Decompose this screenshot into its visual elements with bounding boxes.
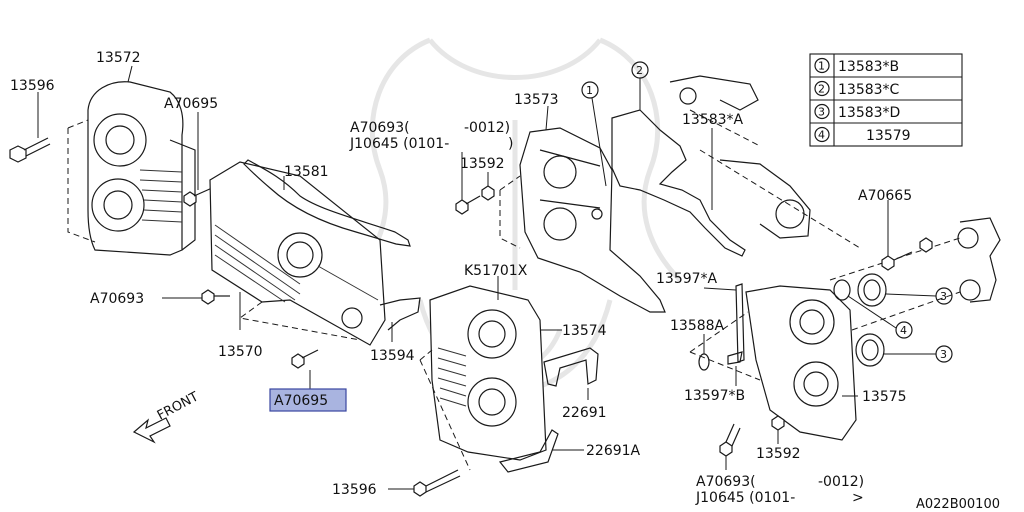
dashed-guide-13573	[499, 175, 521, 249]
label-A70693-center-range: -0012)	[464, 120, 510, 136]
label-A70695-selected[interactable]: A70695	[274, 393, 328, 409]
leader-callout-1	[591, 97, 607, 187]
diagram-code: A022B00100	[916, 497, 1000, 512]
label-J10645-center[interactable]: J10645 (0101-	[349, 136, 449, 152]
label-13596-bottom[interactable]: 13596	[332, 482, 377, 498]
legend-part-4[interactable]: 13579	[866, 128, 911, 144]
cover-13575[interactable]	[745, 285, 857, 441]
seal-13579[interactable]	[833, 279, 851, 301]
nut-13592-bottom[interactable]	[771, 415, 785, 431]
selected-part-highlight[interactable]	[269, 388, 347, 412]
label-J10645-bottom[interactable]: J10645 (0101-	[695, 490, 795, 506]
callout-4[interactable]: 4	[900, 324, 907, 337]
bolt-A70665[interactable]	[881, 237, 933, 271]
gasket-13597A[interactable]	[735, 283, 745, 363]
label-13573[interactable]: 13573	[514, 92, 559, 108]
leader-callout-3a	[885, 293, 937, 297]
label-A70695-top[interactable]: A70695	[164, 96, 218, 112]
cover-13573[interactable]	[519, 127, 666, 313]
label-A70665[interactable]: A70665	[858, 188, 912, 204]
cover-13574[interactable]	[429, 285, 547, 461]
label-J10645-bottom-close: >	[852, 490, 864, 506]
callout-1-circle	[581, 81, 599, 99]
legend-num-1: 1	[818, 60, 825, 73]
bolt-A70693-left[interactable]	[201, 289, 230, 305]
leader-13597A	[703, 287, 737, 291]
label-13597A[interactable]: 13597*A	[656, 271, 718, 287]
dashed-guide-13574	[419, 349, 471, 471]
bolt-A70693-bottom[interactable]	[719, 423, 741, 457]
callout-3a[interactable]: 3	[940, 290, 947, 303]
dashed-guide-13575	[689, 311, 761, 381]
label-A70693-left[interactable]: A70693	[90, 291, 144, 307]
legend-part-1[interactable]: 13583*B	[838, 59, 899, 75]
bolt-13596-top[interactable]	[9, 137, 51, 163]
bolt-A70695-top[interactable]	[183, 187, 213, 207]
legend-part-2[interactable]: 13583*C	[838, 82, 900, 98]
callout-3b[interactable]: 3	[940, 348, 947, 361]
gasket-13597B[interactable]	[727, 351, 743, 365]
legend-table	[809, 53, 963, 147]
callout-1[interactable]: 1	[586, 84, 593, 97]
label-13575[interactable]: 13575	[862, 389, 907, 405]
label-A70693-bottom[interactable]: A70693(	[696, 474, 756, 490]
cover-13572[interactable]	[87, 81, 196, 256]
bolt-13596-bottom[interactable]	[413, 469, 461, 497]
label-22691A[interactable]: 22691A	[586, 443, 641, 459]
label-13574[interactable]: 13574	[562, 323, 607, 339]
bolt-A70693-center[interactable]	[455, 195, 481, 215]
seal-13583D-upper[interactable]	[857, 273, 887, 307]
cover-13570[interactable]	[209, 161, 386, 346]
callout-4-circle	[895, 321, 913, 339]
label-K51701X[interactable]: K51701X	[464, 263, 528, 279]
label-13597B[interactable]: 13597*B	[684, 388, 745, 404]
leader-callout-4	[847, 295, 897, 329]
label-13592-top[interactable]: 13592	[460, 156, 505, 172]
front-arrow-icon	[132, 417, 171, 444]
engine-block-outline	[669, 75, 861, 249]
label-front: FRONT	[155, 389, 201, 423]
bracket-22691A[interactable]	[498, 429, 559, 473]
label-13570[interactable]: 13570	[218, 344, 263, 360]
label-13583A[interactable]: 13583*A	[682, 112, 744, 128]
label-13572[interactable]: 13572	[96, 50, 141, 66]
label-13588A[interactable]: 13588A	[670, 318, 725, 334]
label-A70693-bottom-range: -0012)	[818, 474, 864, 490]
nut-13592-top[interactable]	[481, 185, 495, 201]
legend-num-4: 4	[818, 129, 825, 142]
label-13581[interactable]: 13581	[284, 164, 329, 180]
callout-2[interactable]: 2	[636, 64, 643, 77]
gasket-13583[interactable]	[611, 109, 746, 257]
legend-num-2: 2	[818, 83, 825, 96]
dashed-guide-13572	[67, 119, 96, 243]
gasket-13581[interactable]	[243, 159, 411, 247]
label-22691[interactable]: 22691	[562, 405, 607, 421]
leader-13573	[545, 105, 549, 131]
label-13592-bottom[interactable]: 13592	[756, 446, 801, 462]
label-13596-top[interactable]: 13596	[10, 78, 55, 94]
engine-block-outline-right	[829, 217, 1001, 331]
legend-num-3: 3	[818, 106, 825, 119]
seal-13583D-lower[interactable]	[855, 333, 885, 367]
leader-13572	[127, 65, 133, 83]
label-A70693-center[interactable]: A70693(	[350, 120, 410, 136]
bolt-A70695-selected[interactable]	[291, 349, 319, 369]
label-J10645-center-close: )	[508, 136, 513, 152]
bracket-13594[interactable]	[379, 297, 421, 331]
bracket-22691[interactable]	[543, 347, 599, 387]
label-13594[interactable]: 13594	[370, 348, 415, 364]
legend-part-3[interactable]: 13583*D	[838, 105, 900, 121]
